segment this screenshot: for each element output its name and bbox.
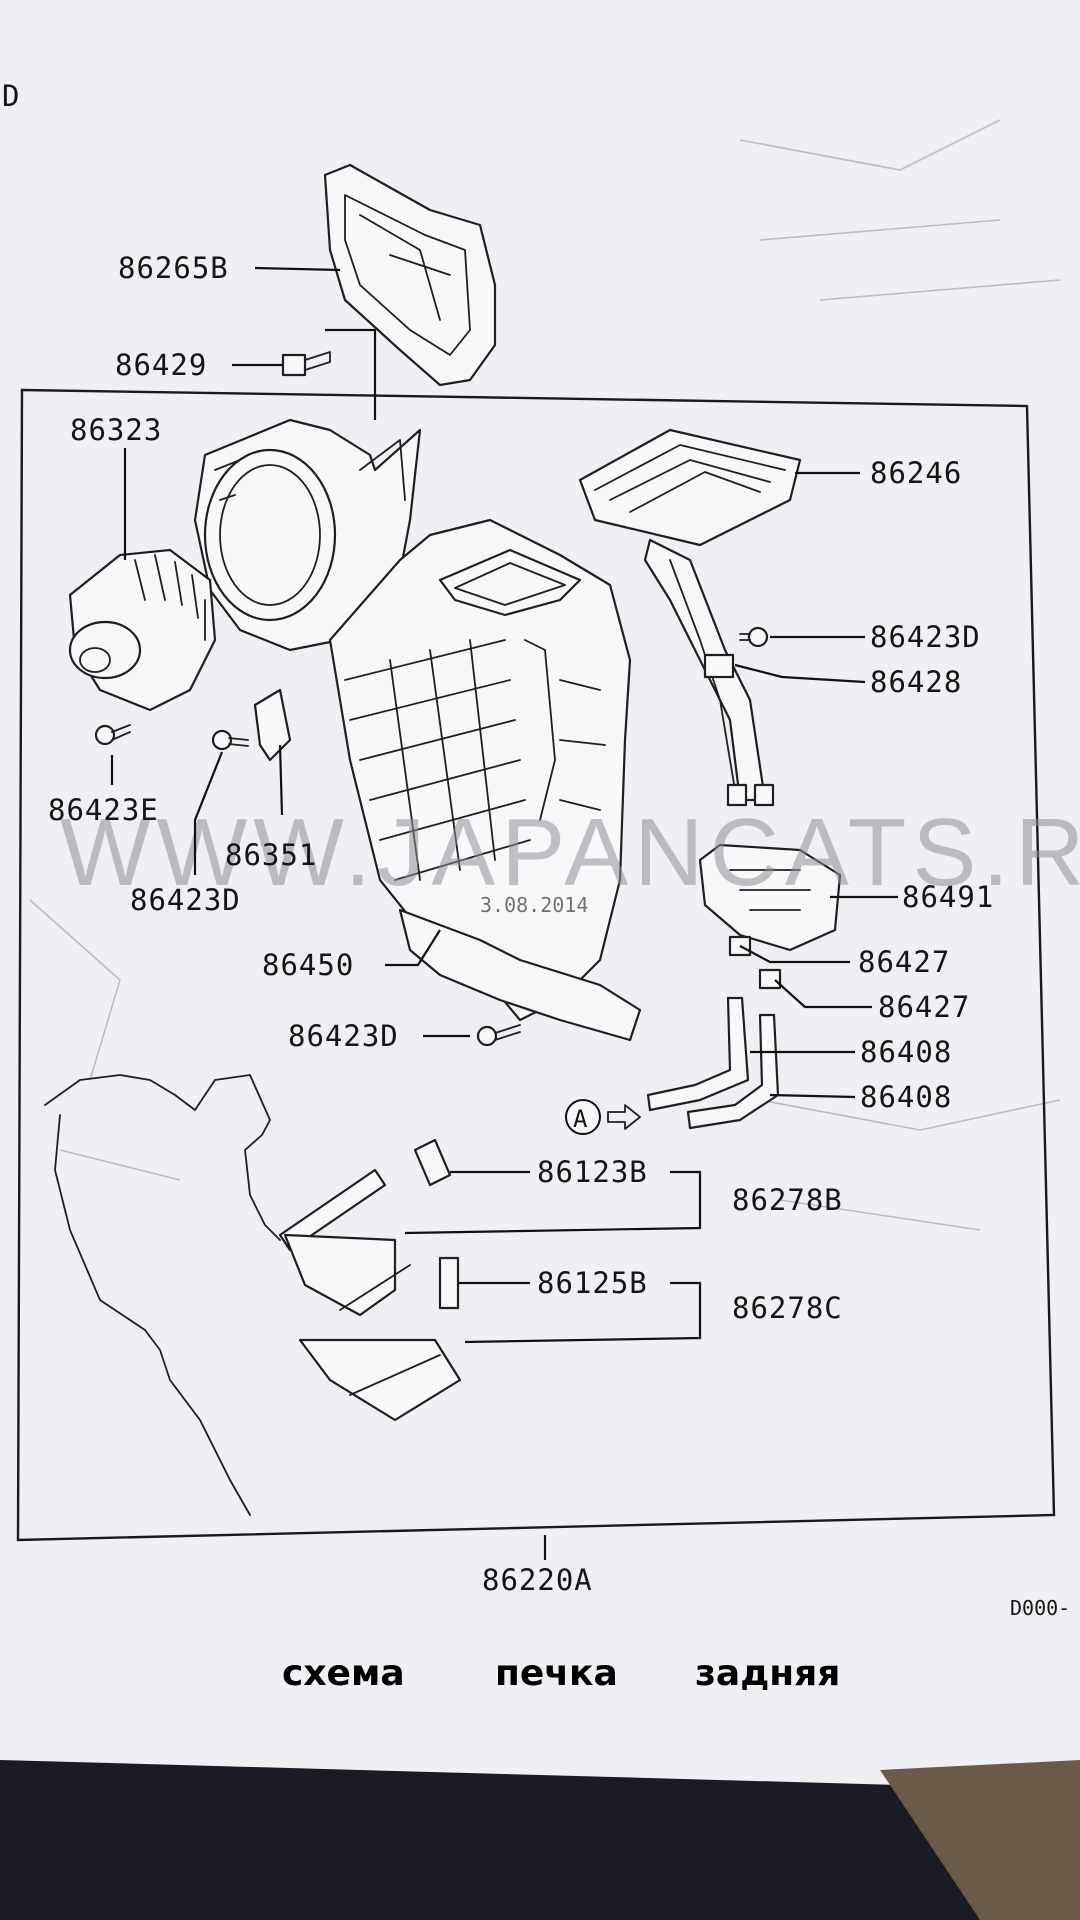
screw-86423E (94, 724, 131, 746)
label-86423D-bottom: 86423D (288, 1019, 399, 1053)
label-86246: 86246 (870, 456, 962, 490)
caption: схема печка задняя (282, 1653, 840, 1694)
label-86491: 86491 (902, 880, 994, 914)
screw-86423D-bottom (476, 1024, 521, 1047)
hoses-86408 (646, 996, 780, 1130)
caption-word-2: печка (495, 1653, 618, 1694)
label-86408-a: 86408 (860, 1035, 952, 1069)
label-86265B: 86265B (118, 251, 229, 285)
screw-86423D-left (211, 729, 249, 751)
watermark: WWW.JAPANCATS.RU (60, 799, 1080, 906)
view-a-marker: A (565, 1099, 641, 1135)
caption-word-1: схема (282, 1653, 405, 1694)
blower-motor (68, 548, 217, 712)
label-86450: 86450 (262, 948, 354, 982)
date-stamp: 3.08.2014 (480, 893, 588, 917)
valve-86491 (698, 843, 842, 952)
duct-part (323, 163, 497, 387)
label-86125B: 86125B (537, 1266, 648, 1300)
bleed-through-lines (29, 119, 1061, 1231)
label-86278B: 86278B (732, 1183, 843, 1217)
leader-lines (110, 266, 898, 1560)
label-86428: 86428 (870, 665, 962, 699)
label-86423E: 86423E (48, 793, 159, 827)
label-86408-b: 86408 (860, 1080, 952, 1114)
part-labels: 86265B 86429 86323 86246 86423D 86428 86… (48, 251, 1070, 1620)
heater-case (328, 518, 642, 1042)
clip-86125B (438, 1256, 460, 1310)
clip-86427-b (758, 968, 782, 990)
filter-86278B (278, 1168, 411, 1317)
label-86429: 86429 (115, 348, 207, 382)
caption-word-3: задняя (695, 1653, 840, 1694)
label-86123B: 86123B (537, 1155, 648, 1189)
assembly-frame (16, 388, 1056, 1542)
label-86423D-right: 86423D (870, 620, 981, 654)
clip-86123B (413, 1138, 452, 1187)
blower-housing (193, 418, 422, 652)
label-86351: 86351 (225, 838, 317, 872)
label-86427-b: 86427 (878, 990, 970, 1024)
vehicle-body-outline (44, 1074, 281, 1516)
filter-86278C (298, 1338, 462, 1422)
label-86427-a: 86427 (858, 945, 950, 979)
label-86278C: 86278C (732, 1291, 843, 1325)
view-a-label: A (573, 1105, 588, 1133)
drawing-code: D000- (1010, 1596, 1070, 1620)
corner-mark: D (2, 79, 20, 113)
clamp-86428 (703, 653, 735, 679)
label-86423D-left: 86423D (130, 883, 241, 917)
label-86323: 86323 (70, 413, 162, 447)
label-86220A: 86220A (482, 1563, 593, 1597)
table-surface (880, 1760, 1080, 1920)
screw-86423D-right (739, 626, 769, 648)
